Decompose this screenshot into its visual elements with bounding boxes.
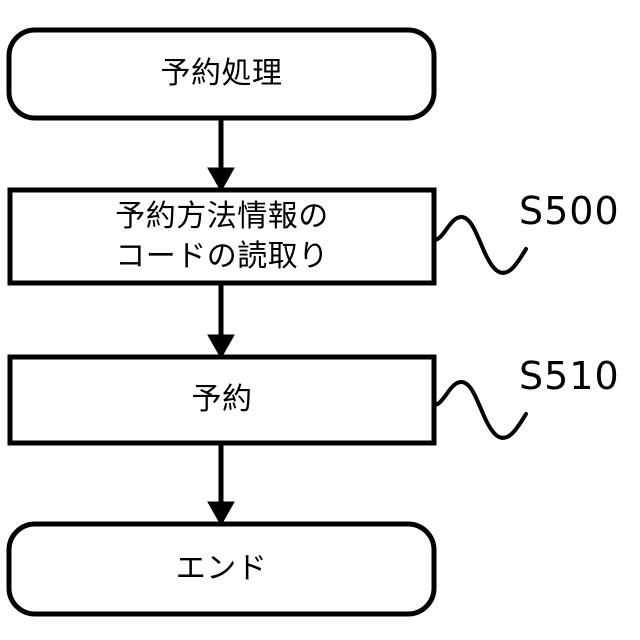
connector-read-code-to-reserve-arrowhead <box>207 334 235 360</box>
node-reserve-shape[interactable] <box>7 354 437 446</box>
connector-start-to-read-code-arrowhead <box>207 167 235 193</box>
leader-squiggle-s510 <box>432 380 528 440</box>
step-ref-s510: S510 <box>519 354 620 398</box>
node-read-code-shape[interactable] <box>7 187 437 286</box>
step-ref-s500: S500 <box>519 189 620 233</box>
node-start-shape[interactable] <box>6 27 437 121</box>
leader-squiggle-s500 <box>432 215 528 275</box>
node-end-shape[interactable] <box>6 521 437 617</box>
connector-reserve-to-end-arrowhead <box>207 501 235 527</box>
